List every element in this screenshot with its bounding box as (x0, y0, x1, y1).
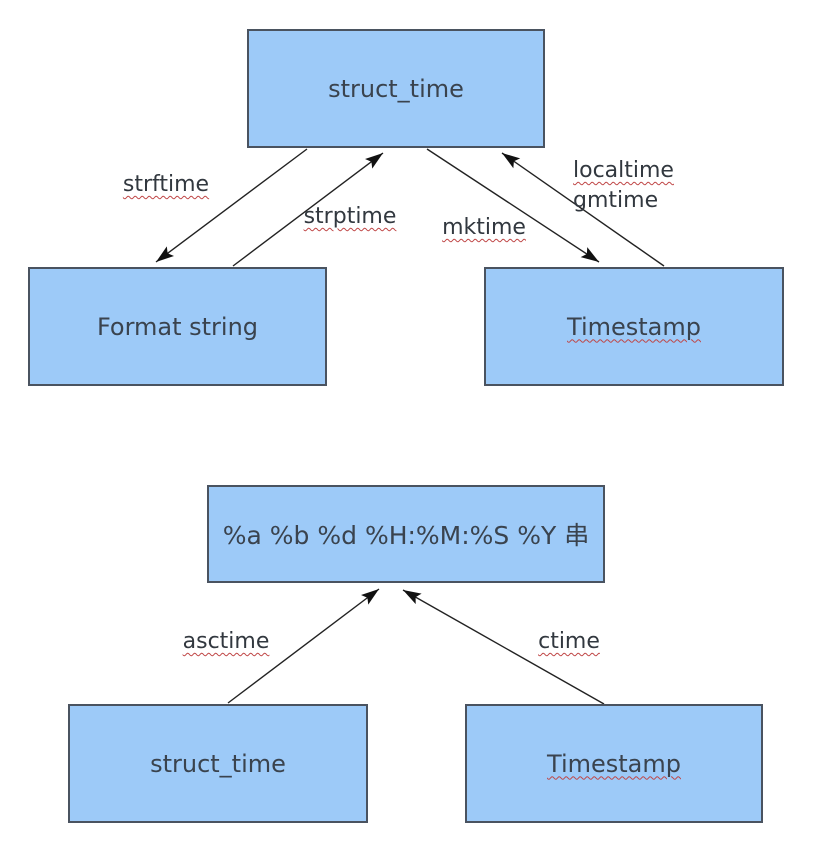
node-struct-time-bottom-label: struct_time (150, 749, 286, 778)
node-timestamp-bottom-label: Timestamp (547, 749, 681, 778)
node-format-string: Format string (28, 267, 327, 386)
node-format-pattern-label: %a %b %d %H:%M:%S %Y 串 (222, 521, 590, 550)
edge-label-localtime: localtime (573, 158, 674, 183)
edge-label-strftime: strftime (122, 172, 210, 197)
edge-strftime-arrow (155, 148, 308, 263)
edge-label-strptime: strptime (303, 204, 397, 229)
edge-label-gmtime: gmtime (573, 188, 659, 213)
node-format-pattern: %a %b %d %H:%M:%S %Y 串 (207, 485, 605, 583)
node-struct-time-bottom: struct_time (68, 704, 368, 823)
node-struct-time-top-label: struct_time (328, 74, 464, 103)
edge-mktime-arrow (426, 148, 600, 263)
edge-label-ctime: ctime (538, 629, 600, 654)
edge-localtime-gmtime-arrow (501, 152, 665, 267)
edge-label-mktime: mktime (442, 215, 526, 240)
edge-label-asctime: asctime (182, 629, 270, 654)
edge-ctime-arrow (402, 589, 605, 705)
node-struct-time-top: struct_time (247, 29, 545, 148)
node-timestamp-top: Timestamp (484, 267, 784, 386)
node-timestamp-bottom: Timestamp (465, 704, 763, 823)
node-timestamp-top-label: Timestamp (567, 312, 701, 341)
node-format-string-label: Format string (96, 312, 259, 341)
edge-asctime-arrow (227, 588, 380, 704)
edge-strptime-arrow (232, 152, 384, 267)
edge-label-localtime-gmtime: localtime gmtime (573, 156, 674, 216)
